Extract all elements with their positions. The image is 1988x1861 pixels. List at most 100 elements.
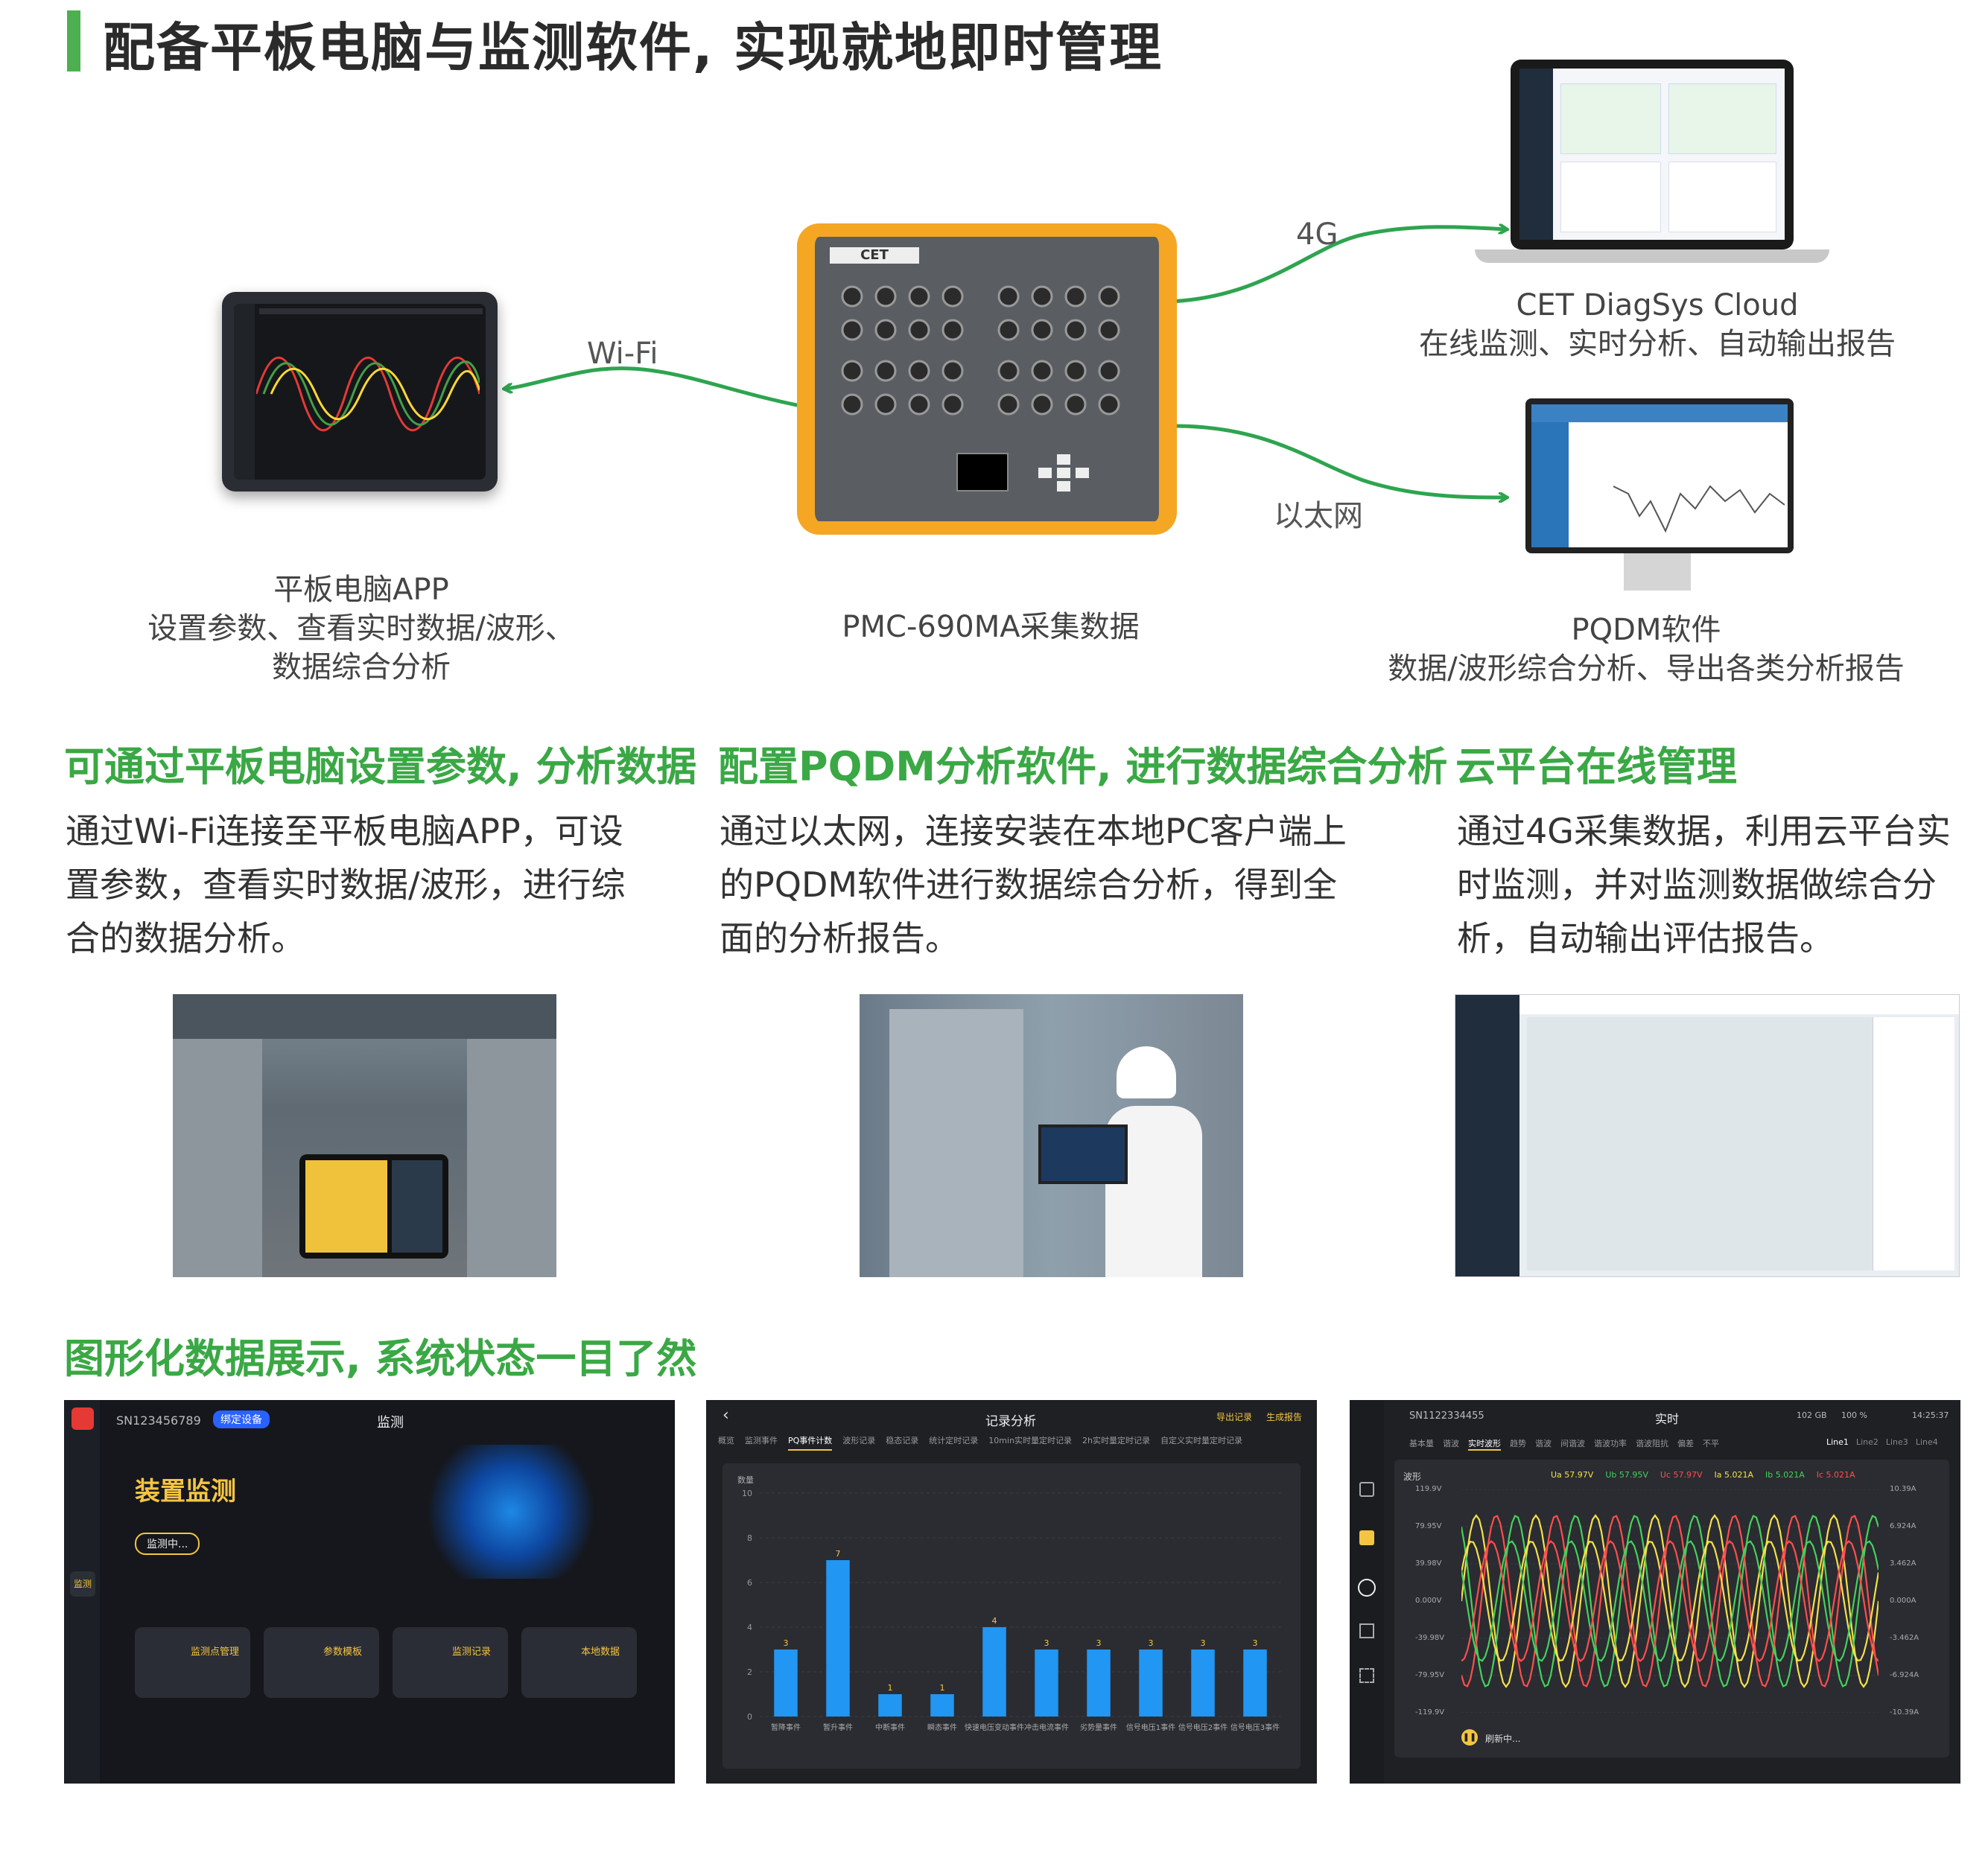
tab-harmonic-power[interactable]: 谐波功率	[1594, 1439, 1627, 1448]
left-axis-tick: 0.000V	[1415, 1597, 1442, 1605]
tab-waveform[interactable]: 波形记录	[842, 1436, 876, 1445]
bar[interactable]	[930, 1694, 954, 1717]
back-icon[interactable]: ‹	[723, 1406, 729, 1425]
right-axis-tick: 6.924A	[1890, 1522, 1916, 1530]
laptop-base	[1475, 249, 1829, 263]
waveform-panel: 波形 Ua 57.97V Ub 57.95V Uc 57.97V Ia 5.02…	[1394, 1460, 1949, 1757]
section-1-text: 通过Wi-Fi连接至平板电脑APP，可设 置参数，查看实时数据/波形，进行综 合…	[66, 811, 626, 958]
photo-cloud-map	[1455, 994, 1960, 1277]
tab-2h[interactable]: 2h实时量定时记录	[1082, 1436, 1151, 1445]
tab-deviation[interactable]: 偏差	[1677, 1439, 1694, 1448]
y-tick-label: 2	[747, 1667, 752, 1677]
bar-value-label: 1	[940, 1683, 945, 1693]
bar[interactable]	[1191, 1650, 1215, 1717]
x-tick-label: 劣势量事件	[1080, 1722, 1117, 1732]
tab-realtime-wave[interactable]: 实时波形	[1468, 1437, 1501, 1451]
x-tick-label: 瞬态事件	[927, 1722, 957, 1732]
clock: 14:25:37	[1912, 1410, 1949, 1420]
wifi-arrow	[505, 366, 801, 408]
wave-series-3	[1461, 1515, 1879, 1687]
legend-ib[interactable]: Ib 5.021A	[1765, 1470, 1805, 1480]
device-serial: SN1122334455	[1409, 1410, 1484, 1422]
line3-tab[interactable]: Line3	[1885, 1437, 1908, 1447]
bar[interactable]	[878, 1694, 902, 1717]
wave-legend: Ua 57.97V Ub 57.95V Uc 57.97V Ia 5.021A …	[1551, 1470, 1855, 1480]
y-tick-label: 0	[747, 1712, 752, 1722]
sidebar	[1350, 1400, 1384, 1784]
line2-tab[interactable]: Line2	[1855, 1437, 1879, 1447]
ethernet-arrow	[1167, 424, 1506, 497]
tab-harmonic-impedance[interactable]: 谐波阻抗	[1636, 1439, 1668, 1448]
legend-ua[interactable]: Ua 57.97V	[1551, 1470, 1594, 1480]
tab-steady[interactable]: 稳态记录	[886, 1436, 919, 1445]
tab-overview[interactable]: 概览	[718, 1436, 734, 1445]
analysis-icon[interactable]	[1359, 1623, 1374, 1638]
tab-unbalance[interactable]: 不平	[1703, 1439, 1719, 1448]
y-tick-label: 6	[747, 1578, 752, 1588]
tab-custom[interactable]: 自定义实时量定时记录	[1160, 1436, 1243, 1445]
section-2-text: 通过以太网，连接安装在本地PC客户端上 的PQDM软件进行数据综合分析，得到全 …	[720, 811, 1347, 958]
legend-ia[interactable]: Ia 5.021A	[1714, 1470, 1753, 1480]
x-tick-label: 暂升事件	[823, 1722, 853, 1732]
pause-icon[interactable]: ❚❚	[1461, 1729, 1478, 1746]
bar[interactable]	[1035, 1650, 1058, 1717]
power-icon[interactable]	[1358, 1579, 1376, 1597]
report-icon[interactable]	[1359, 1668, 1374, 1683]
legend-uc[interactable]: Uc 57.97V	[1660, 1470, 1703, 1480]
screen2-title: 记录分析	[985, 1414, 1036, 1429]
card-monitor-record[interactable]: 监测记录	[393, 1627, 508, 1698]
tab-harmonic[interactable]: 谐波	[1443, 1439, 1459, 1448]
legend-ic[interactable]: Ic 5.021A	[1816, 1470, 1855, 1480]
realtime-icon[interactable]	[1359, 1530, 1374, 1545]
card-param-template[interactable]: 参数模板	[264, 1627, 379, 1698]
device-illustration	[422, 1445, 600, 1579]
y-axis-label: 数量	[737, 1475, 754, 1485]
title-accent-bar	[67, 10, 80, 71]
tab-trend[interactable]: 趋势	[1510, 1439, 1526, 1448]
legend-ub[interactable]: Ub 57.95V	[1605, 1470, 1648, 1480]
bar-value-label: 3	[1253, 1638, 1258, 1648]
tablet-caption: 平板电脑APP 设置参数、查看实时数据/波形、 数据综合分析	[147, 573, 575, 684]
waveform-plot	[1461, 1489, 1879, 1713]
wifi-label: Wi-Fi	[587, 337, 658, 371]
report-button[interactable]: 生成报告	[1266, 1412, 1303, 1422]
bar[interactable]	[982, 1627, 1006, 1717]
bar[interactable]	[1243, 1650, 1267, 1717]
refresh-status: 刷新中...	[1485, 1734, 1521, 1744]
card-local-data[interactable]: 本地数据	[521, 1627, 637, 1698]
bar[interactable]	[1087, 1650, 1111, 1717]
tab-harmonic-2[interactable]: 谐波	[1535, 1439, 1552, 1448]
pqdm-monitor	[1525, 398, 1794, 553]
line1-tab[interactable]: Line1	[1826, 1437, 1849, 1447]
sidebar-item-monitor[interactable]: 监测	[70, 1571, 95, 1597]
monitoring-button[interactable]: 监测中...	[135, 1533, 200, 1555]
left-axis-tick: -79.95V	[1415, 1671, 1445, 1679]
card-monitor-point[interactable]: 监测点管理	[135, 1627, 250, 1698]
tab-stat[interactable]: 统计定时记录	[929, 1436, 979, 1445]
data-icon[interactable]	[1359, 1482, 1374, 1497]
tab-pq-count[interactable]: PQ事件计数	[788, 1434, 833, 1451]
pqdm-screen	[1531, 404, 1788, 547]
x-tick-label: 信号电压2事件	[1178, 1722, 1228, 1732]
device-terminals	[830, 274, 1143, 438]
bar[interactable]	[774, 1650, 798, 1717]
tab-basic[interactable]: 基本量	[1409, 1439, 1434, 1448]
bind-device-tag[interactable]: 绑定设备	[213, 1410, 270, 1428]
tab-events[interactable]: 监测事件	[745, 1436, 778, 1445]
4g-arrow	[1167, 227, 1506, 304]
tab-10min[interactable]: 10min实时量定时记录	[988, 1436, 1073, 1445]
bar[interactable]	[826, 1560, 850, 1717]
tablet-waveform	[256, 357, 480, 431]
export-button[interactable]: 导出记录	[1216, 1412, 1253, 1422]
screen1-header: 监测	[377, 1415, 404, 1431]
monitor-title: 装置监测	[135, 1477, 236, 1507]
bar[interactable]	[1139, 1650, 1163, 1717]
bar-value-label: 3	[784, 1638, 789, 1648]
tab-interharmonic[interactable]: 间谐波	[1560, 1439, 1585, 1448]
line4-tab[interactable]: Line4	[1915, 1437, 1938, 1447]
device-display	[956, 453, 1009, 492]
right-axis-tick: 0.000A	[1890, 1597, 1916, 1605]
x-tick-label: 中断事件	[875, 1722, 905, 1732]
